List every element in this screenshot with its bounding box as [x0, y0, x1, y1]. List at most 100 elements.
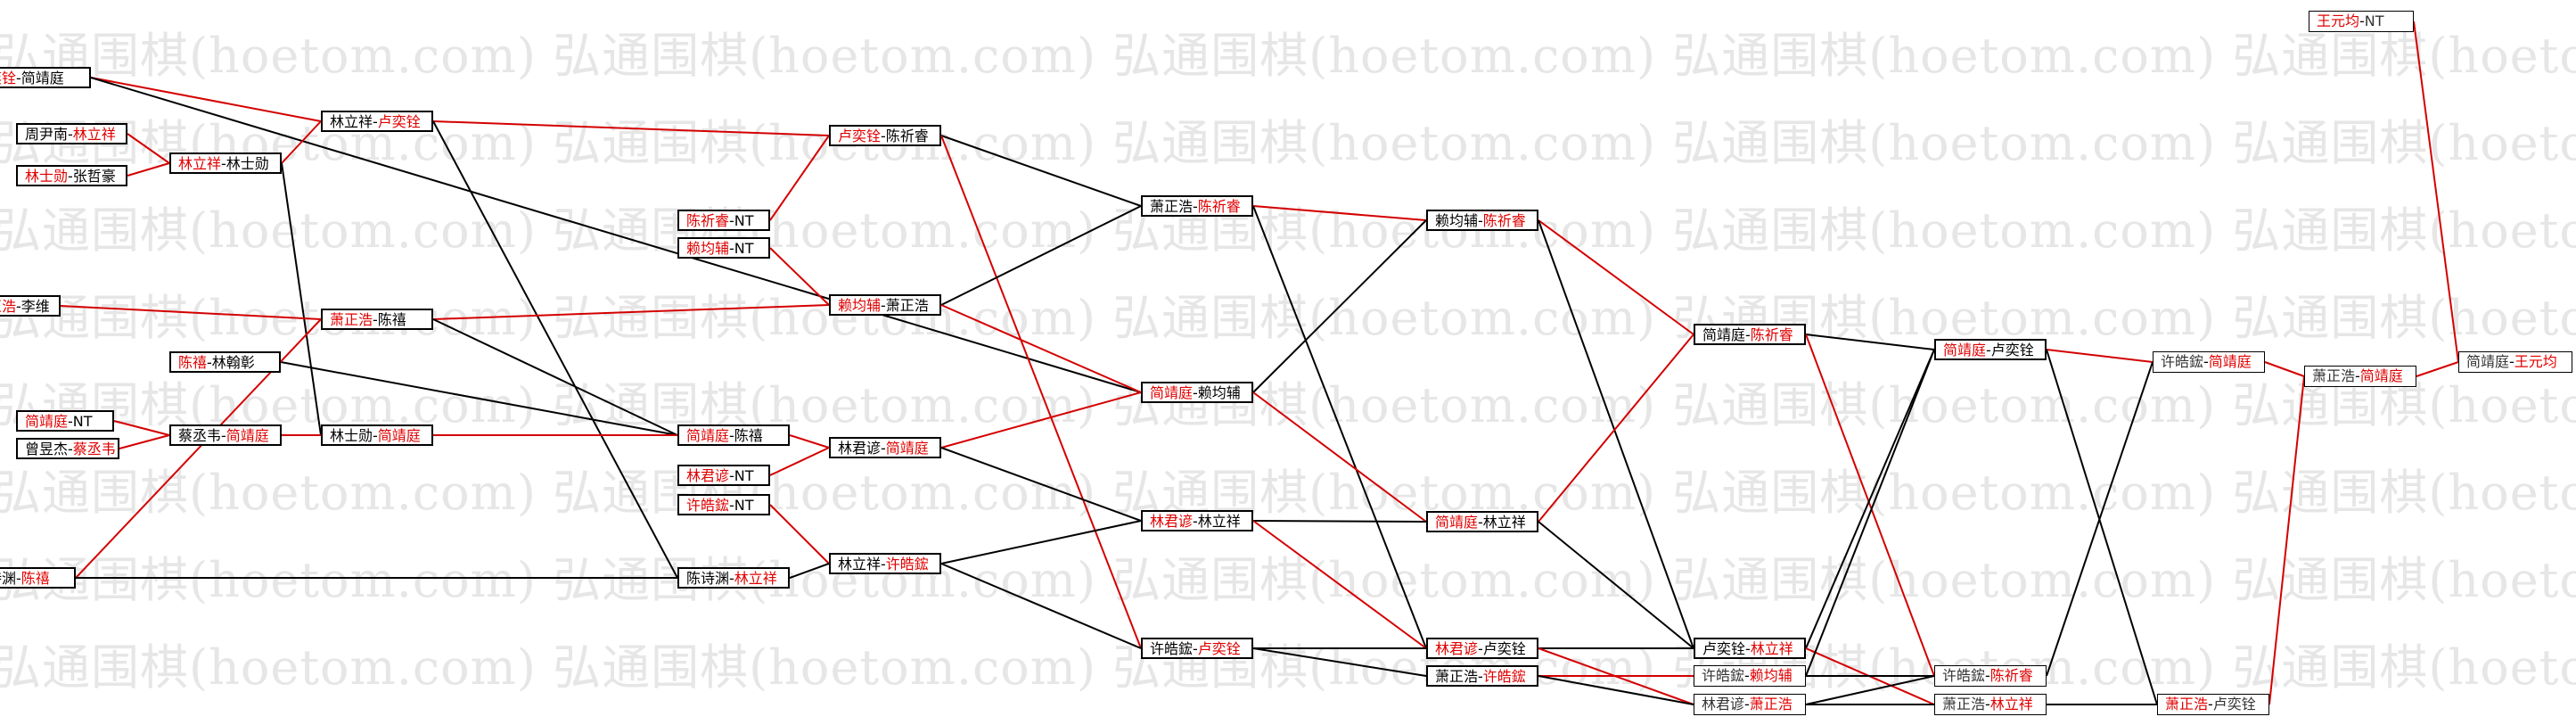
- connector-line: [1252, 647, 1427, 677]
- player-name: 张哲豪: [72, 168, 116, 185]
- match-node: 萧正浩-简靖庭: [2304, 366, 2416, 387]
- connector-line: [1252, 520, 1427, 523]
- winner-connector-line: [1252, 391, 1427, 523]
- connector-line: [432, 318, 678, 436]
- player-name: 简靖庭: [2208, 353, 2252, 370]
- winner-connector-line: [789, 434, 830, 449]
- winner-connector-line: [1538, 334, 1694, 523]
- player-name: 蔡丞韦: [72, 441, 116, 457]
- player-name: 林君谚: [1702, 696, 1745, 713]
- separator: -: [373, 427, 378, 444]
- player-name: 萧正浩: [0, 298, 17, 315]
- player-name: NT: [72, 413, 93, 430]
- connector-line: [280, 361, 678, 436]
- match-node: 许皓鋐-简靖庭: [2153, 351, 2265, 373]
- winner-connector-line: [940, 304, 1142, 393]
- player-name: 萧正浩: [330, 311, 373, 328]
- player-name: 简靖庭: [2466, 353, 2510, 370]
- player-name: 陈祈睿: [1989, 667, 2033, 684]
- player-name: 陈禧: [377, 311, 406, 328]
- player-name: 陈诗渊: [686, 570, 730, 587]
- separator: -: [1478, 212, 1483, 229]
- player-name: 简靖庭: [25, 413, 69, 430]
- separator: -: [729, 427, 734, 444]
- player-name: 卢奕铨: [377, 113, 421, 130]
- separator: -: [729, 570, 734, 587]
- player-name: 林立祥: [1750, 640, 1793, 657]
- player-name: 王元均: [2514, 353, 2557, 370]
- match-node: 赖均辅-陈祈睿: [1426, 210, 1538, 231]
- connector-line: [1805, 349, 1935, 649]
- separator: -: [16, 70, 21, 87]
- player-name: 萧正浩: [1150, 198, 1194, 215]
- player-name: 赖均辅: [1197, 384, 1241, 401]
- player-name: 陈禧: [178, 354, 208, 371]
- separator: -: [881, 556, 886, 573]
- match-node: 林君谚-林立祥: [1141, 510, 1253, 531]
- connector-line: [1538, 675, 1694, 705]
- player-name: 林士勋: [226, 155, 269, 172]
- connector-line: [940, 520, 1142, 564]
- match-node: 简靖庭-陈祈睿: [1694, 324, 1806, 345]
- player-name: 萧正浩: [1435, 668, 1479, 685]
- match-node: 简靖庭-王元均: [2458, 351, 2572, 373]
- match-node: 卢奕铨-简靖庭: [0, 67, 91, 88]
- match-node: 萧正浩-李维: [0, 295, 61, 317]
- player-name: 许皓鋐: [1702, 667, 1745, 684]
- player-name: 卢奕铨: [0, 70, 17, 87]
- player-name: 陈祈睿: [1750, 326, 1793, 343]
- separator: -: [373, 311, 378, 328]
- separator: -: [2355, 367, 2360, 384]
- match-node: 林君谚-卢奕铨: [1426, 638, 1538, 659]
- player-name: 王元均: [2317, 12, 2360, 29]
- separator: -: [68, 441, 73, 457]
- connector-line: [1252, 219, 1427, 393]
- player-name: 萧正浩: [1749, 696, 1793, 713]
- player-name: 林立祥: [1989, 696, 2033, 713]
- player-name: 陈祈睿: [885, 128, 929, 144]
- player-name: 简靖庭: [1150, 384, 1194, 401]
- player-name: 林翰彰: [211, 354, 255, 371]
- separator: -: [1986, 342, 1991, 358]
- player-name: 卢奕铨: [1197, 640, 1241, 657]
- winner-connector-line: [60, 305, 322, 320]
- player-name: 林立祥: [72, 126, 116, 143]
- player-name: NT: [2364, 12, 2384, 29]
- player-name: 卢奕铨: [1482, 640, 1526, 657]
- separator: -: [68, 126, 73, 143]
- separator: -: [1744, 667, 1750, 684]
- separator: -: [1744, 696, 1750, 713]
- player-name: 陈祈睿: [1197, 198, 1241, 215]
- separator: -: [881, 297, 886, 314]
- winner-connector-line: [90, 77, 322, 122]
- player-name: 赖均辅: [1435, 212, 1479, 229]
- player-name: NT: [734, 212, 754, 229]
- player-name: 林立祥: [1197, 513, 1241, 530]
- player-name: 陈禧: [734, 427, 763, 444]
- connector-line: [940, 563, 1142, 649]
- separator: -: [221, 427, 226, 444]
- player-name: 李维: [21, 298, 50, 315]
- match-node: 萧正浩-卢奕铨: [2157, 694, 2269, 715]
- player-name: 许皓鋐: [1482, 668, 1526, 685]
- winner-connector-line: [432, 120, 830, 136]
- winner-connector-line: [2264, 361, 2305, 377]
- separator: -: [16, 570, 21, 587]
- connector-line: [1252, 205, 1427, 649]
- match-node: 卢奕铨-林立祥: [1694, 638, 1806, 659]
- match-node: 林立祥-卢奕铨: [321, 111, 433, 132]
- player-name: 林君谚: [1435, 640, 1479, 657]
- separator: -: [1478, 640, 1483, 657]
- separator: -: [2359, 12, 2365, 29]
- match-node: 萧正浩-陈祈睿: [1141, 195, 1253, 217]
- match-node: 赖均辅-NT: [677, 237, 770, 259]
- winner-connector-line: [2413, 21, 2459, 363]
- player-name: 林立祥: [838, 556, 882, 573]
- winner-connector-line: [432, 304, 830, 320]
- match-node: 王元均-NT: [2309, 11, 2414, 32]
- match-node: 简靖庭-NT: [16, 410, 114, 432]
- winner-connector-line: [1252, 520, 1427, 649]
- winner-connector-line: [769, 447, 830, 476]
